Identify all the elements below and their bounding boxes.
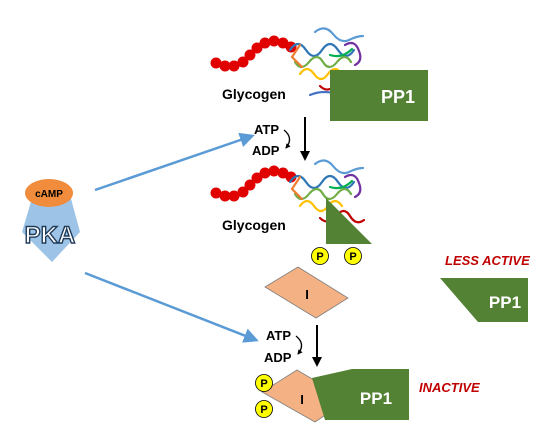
pp1-inactive-label: PP1 (360, 389, 392, 408)
inhibitor-free: I (264, 266, 349, 319)
adp-top-label: ADP (252, 143, 280, 158)
atp-adp-curve-arrow (283, 129, 291, 149)
pp1-top-label: PP1 (381, 87, 415, 107)
inhibitor-bound-label: I (300, 392, 304, 407)
glycogen-top-label: Glycogen (222, 86, 286, 102)
glycogen-mid-label: Glycogen (222, 217, 286, 233)
pka-complex: cAMP PKA (22, 179, 80, 262)
glycogen-chain-icon-mid (210, 165, 297, 202)
camp-oval (25, 179, 73, 207)
pp1-less-active: LESS ACTIVE PP1 (440, 253, 530, 322)
adp-bottom-label: ADP (264, 350, 292, 365)
inactive-complex: I PP1 P P INACTIVE (255, 369, 480, 423)
phospho-group-icon: P (255, 374, 273, 392)
glycogen-complex-middle: Glycogen P P (210, 159, 372, 265)
phospho-group-icon: P (255, 400, 273, 418)
phosphorylation-step-top: ATP ADP (252, 117, 310, 161)
pp1-dissociating-shape (326, 198, 372, 244)
pp1-less-active-shape (440, 278, 528, 322)
phospho-group-icon: P (344, 247, 362, 265)
pka-to-glycogen-complex-arrow (94, 132, 255, 192)
phosphorylation-step-bottom: ATP ADP (264, 325, 322, 367)
phospho-label: P (260, 378, 267, 390)
pka-pentagon (22, 195, 80, 262)
pp1-top-shape (330, 70, 428, 121)
pka-to-inhibitor-arrow (84, 271, 259, 343)
atp-top-label: ATP (254, 122, 279, 137)
phospho-label: P (349, 251, 356, 263)
camp-label: cAMP (35, 189, 63, 200)
less-active-label: LESS ACTIVE (445, 253, 530, 268)
inhibitor-shape (264, 266, 349, 319)
pp1-inactive-shape (312, 369, 409, 420)
phospho-label: P (316, 251, 323, 263)
atp-bottom-label: ATP (266, 328, 291, 343)
glycogen-complex-top: PP1 Glycogen (210, 27, 428, 121)
glycogen-chain-icon (210, 35, 297, 72)
pp1-less-active-label: PP1 (489, 293, 521, 312)
inhibitor-label: I (305, 287, 309, 302)
pka-label: PKA (25, 222, 76, 249)
inactive-label: INACTIVE (419, 380, 480, 395)
atp-adp-curve-arrow-bottom (295, 335, 303, 355)
phospho-label: P (260, 404, 267, 416)
phospho-group-icon: P (311, 247, 329, 265)
protein-structure-icon-mid (288, 159, 366, 224)
